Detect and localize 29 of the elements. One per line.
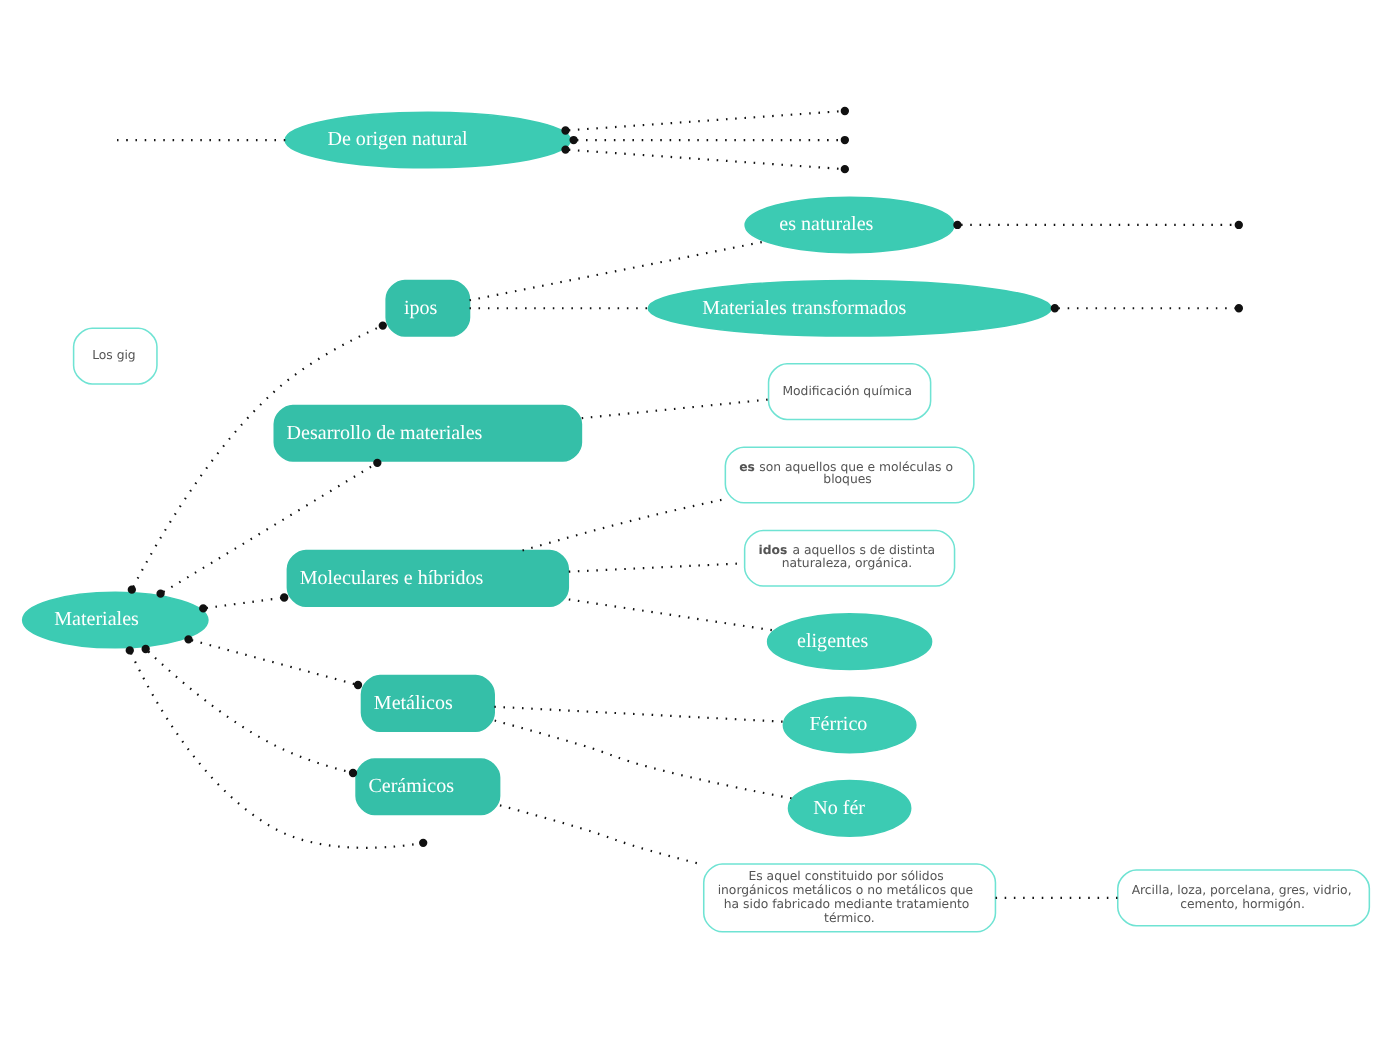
connector: [568, 597, 775, 631]
connector: [568, 109, 842, 131]
connector: [469, 306, 648, 309]
node-ellipse: Férrico: [782, 695, 917, 753]
connector: [156, 457, 382, 597]
connector: [199, 592, 289, 612]
connector: [522, 497, 726, 551]
connector: [141, 643, 358, 777]
connector: [581, 397, 769, 419]
node-box: Metálicos: [360, 673, 495, 731]
connector: [469, 239, 766, 301]
node-box: Moleculares e híbridos: [286, 548, 570, 606]
connector: [961, 222, 1236, 225]
connector: [184, 634, 363, 689]
node-ellipse: eligentes: [766, 612, 933, 670]
node-box: ipos: [385, 278, 471, 336]
connector: [130, 651, 420, 848]
connector: [568, 147, 842, 169]
connector: [494, 704, 784, 722]
node-box: Cerámicos: [355, 757, 501, 815]
connector: [127, 320, 387, 593]
connector: [117, 137, 286, 141]
node-ellipse: No fér: [787, 778, 912, 836]
node-box: Desarrollo de materiales: [273, 403, 583, 461]
node-ellipse: es naturales: [744, 195, 955, 253]
connector: [1058, 306, 1236, 309]
connector: [995, 895, 1118, 898]
node-ellipse: Materiales transformados: [647, 278, 1052, 336]
connector: [494, 718, 793, 799]
